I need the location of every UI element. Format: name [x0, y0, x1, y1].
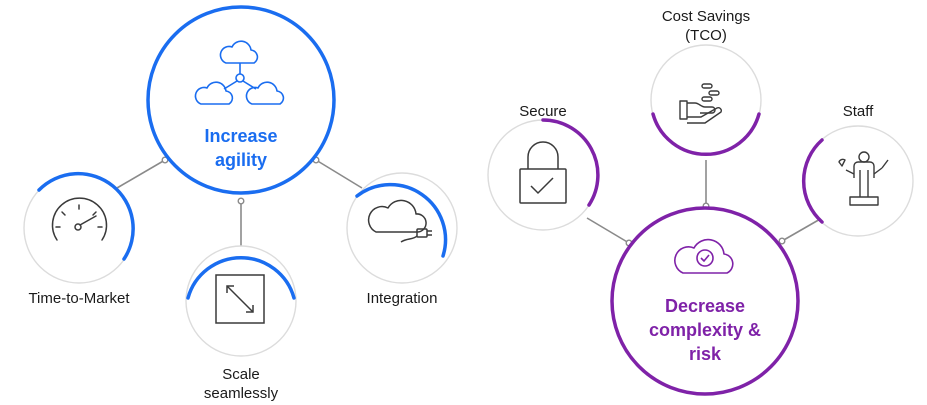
- cloud-check-icon: [674, 238, 734, 274]
- cloud-network-icon: [194, 40, 285, 105]
- label-time-to-market: Time-to-Market: [28, 290, 130, 307]
- connector-time-to-market: [116, 159, 166, 189]
- satellite-secure: [487, 118, 600, 231]
- satellite-staff: [801, 125, 914, 237]
- label-line: Cost Savings: [661, 8, 751, 25]
- speedometer-icon: [51, 197, 108, 241]
- hub-increase-agility: [146, 5, 336, 195]
- label-integration: Integration: [366, 290, 438, 307]
- satellite-time-to-market: [23, 171, 135, 284]
- padlock-check-icon: [519, 141, 567, 204]
- satellite-integration: [346, 172, 458, 284]
- label-scale-seamlessly: Scale seamlessly: [186, 365, 296, 403]
- connector-staff: [781, 217, 823, 242]
- left-connectors: [116, 159, 363, 248]
- hub-title-line: risk: [688, 344, 722, 364]
- hub-increase-agility-title: Increase agility: [171, 124, 311, 172]
- hub-title-line: Increase: [204, 126, 278, 146]
- label-line: Scale: [222, 366, 260, 383]
- label-cost-savings: Cost Savings (TCO): [636, 7, 776, 45]
- hub-decrease-complexity-title: Decrease complexity & risk: [625, 294, 785, 366]
- connector-secure: [586, 217, 630, 244]
- satellite-scale-seamlessly: [185, 245, 297, 357]
- label-staff: Staff: [842, 103, 874, 120]
- label-line: seamlessly: [203, 385, 279, 402]
- hand-coins-icon: [679, 83, 722, 124]
- right-connectors: [586, 160, 823, 244]
- hub-title-line: complexity &: [648, 320, 762, 340]
- label-secure: Secure: [519, 103, 567, 120]
- hub-decrease-complexity: [610, 206, 800, 396]
- hub-title-line: agility: [214, 150, 267, 170]
- hub-title-line: Decrease: [664, 296, 746, 316]
- scale-diagonal-icon: [215, 274, 265, 324]
- cloud-plug-icon: [367, 199, 432, 243]
- worker-tools-icon: [838, 151, 889, 206]
- satellite-cost-savings: [650, 44, 762, 157]
- label-line: (TCO): [685, 27, 727, 44]
- connector-integration: [315, 159, 363, 189]
